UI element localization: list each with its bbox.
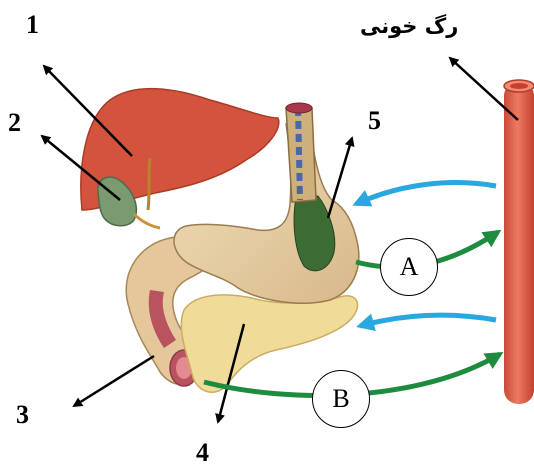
label-2: 2 xyxy=(8,110,21,136)
esophagus xyxy=(286,103,316,202)
label-5: 5 xyxy=(368,108,381,134)
label-3: 3 xyxy=(16,402,29,428)
label-4: 4 xyxy=(196,440,209,466)
label-1: 1 xyxy=(26,12,39,38)
blood-vessel xyxy=(504,80,534,404)
circle-label-a: A xyxy=(380,238,438,296)
blood-vessel-label: رگ خونی xyxy=(360,14,458,38)
circle-label-b: B xyxy=(312,370,370,428)
